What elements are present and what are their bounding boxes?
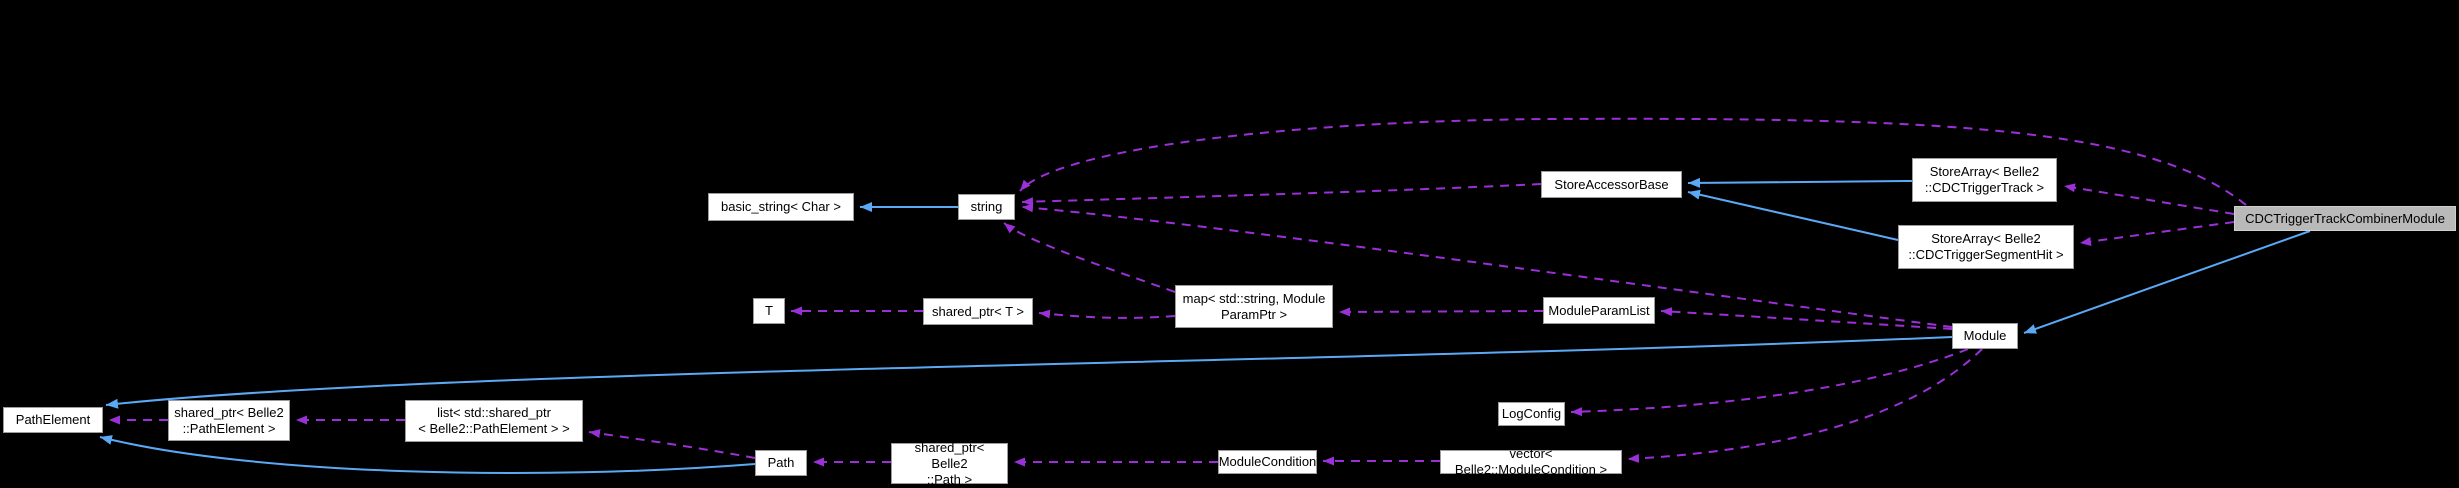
edge-moduleparamlist-to-map <box>1338 307 1544 317</box>
node-shared-ptr-path[interactable]: shared_ptr< Belle2 ::Path > <box>891 440 1008 487</box>
node-cdctriggertrackcombinermodule[interactable]: CDCTriggerTrackCombinerModule <box>2234 206 2456 231</box>
edge-module-to-pathelement <box>105 336 1953 409</box>
edge-cdctriggertrackcombinermodule-to-storearray-track <box>2063 183 2235 215</box>
node-string[interactable]: string <box>958 194 1015 220</box>
node-path[interactable]: Path <box>755 450 807 476</box>
node-map-moduleparamptr[interactable]: map< std::string, Module ParamPtr > <box>1175 285 1333 328</box>
edge-cdctriggertrackcombinermodule-to-storearray-segmenthit <box>2079 221 2235 246</box>
edge-map-to-shared-ptr-t <box>1038 309 1176 319</box>
node-shared-ptr-pathelement[interactable]: shared_ptr< Belle2 ::PathElement > <box>168 400 290 441</box>
edge-path-to-pathelement <box>99 435 756 475</box>
node-storearray-cdctriggertrack[interactable]: StoreArray< Belle2 ::CDCTriggerTrack > <box>1912 158 2057 202</box>
node-basic-string[interactable]: basic_string< Char > <box>708 193 854 221</box>
node-vector-modulecondition[interactable]: vector< Belle2::ModuleCondition > <box>1440 446 1622 477</box>
edge-storearray-segmenthit-to-storeaccessorbase <box>1687 189 1899 241</box>
node-moduleparamlist[interactable]: ModuleParamList <box>1543 297 1655 324</box>
node-shared-ptr-t[interactable]: shared_ptr< T > <box>923 298 1033 325</box>
node-t[interactable]: T <box>753 298 785 324</box>
edge-cdctriggertrackcombinermodule-to-module <box>2023 230 2311 334</box>
node-logconfig[interactable]: LogConfig <box>1498 402 1565 426</box>
edge-storearray-track-to-storeaccessorbase <box>1687 177 1913 188</box>
edge-storeaccessorbase-to-string <box>1021 183 1542 207</box>
node-storearray-cdctriggersegmenthit[interactable]: StoreArray< Belle2 ::CDCTriggerSegmentHi… <box>1898 225 2074 269</box>
node-storeaccessorbase[interactable]: StoreAccessorBase <box>1541 171 1682 198</box>
node-module[interactable]: Module <box>1952 323 2018 349</box>
edge-module-to-moduleparamlist <box>1660 307 1953 330</box>
edge-map-to-string <box>1003 222 1176 293</box>
node-pathelement[interactable]: PathElement <box>3 407 103 433</box>
node-modulecondition[interactable]: ModuleCondition <box>1218 450 1317 474</box>
edge-module-to-string <box>1021 203 1953 328</box>
edge-cdctriggertrackcombinermodule-to-string <box>1019 117 2247 206</box>
edge-module-to-logconfig <box>1570 348 1969 417</box>
edge-module-to-vector-modulecondition <box>1627 348 1983 463</box>
edge-path-to-list <box>588 429 756 459</box>
node-list-shared-ptr-pathelement[interactable]: list< std::shared_ptr < Belle2::PathElem… <box>405 400 583 442</box>
